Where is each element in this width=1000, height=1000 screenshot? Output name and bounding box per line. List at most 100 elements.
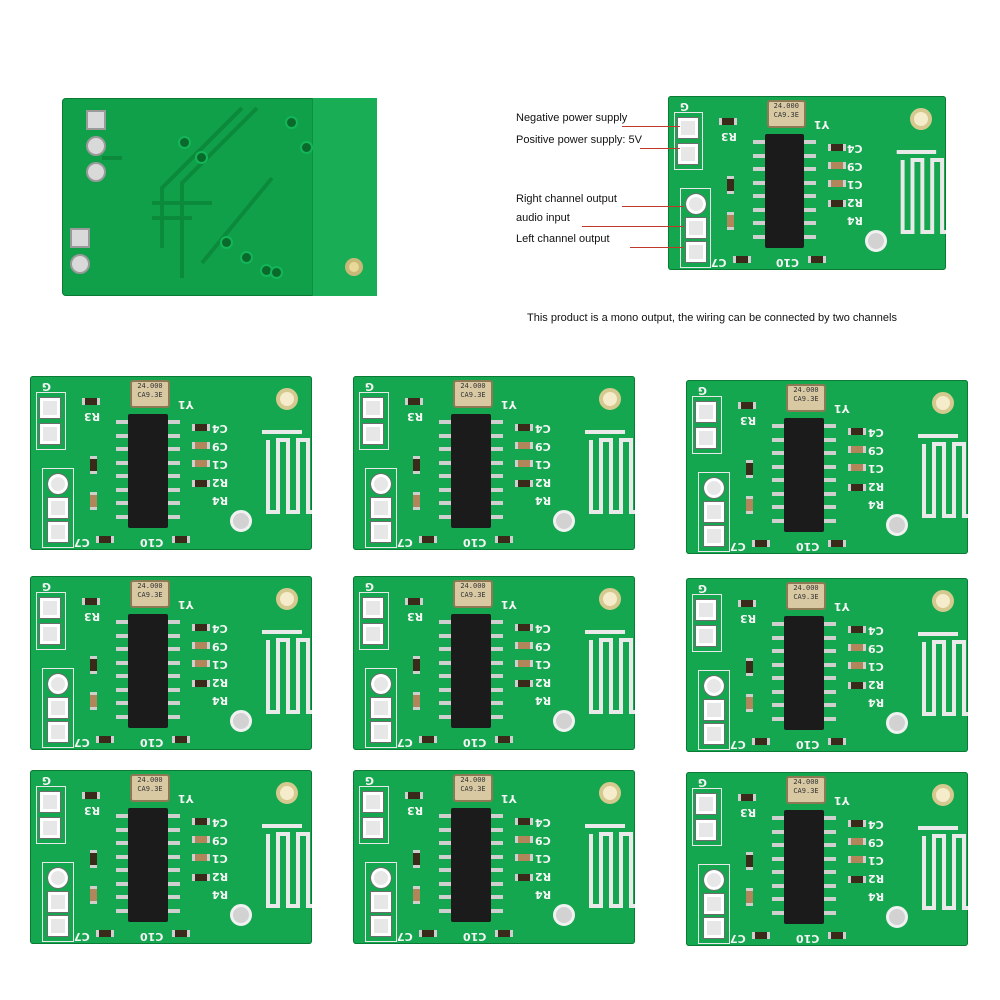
ic-pin bbox=[439, 895, 451, 899]
capacitor-c4 bbox=[515, 624, 533, 631]
silk-label-c4: C4 bbox=[212, 422, 228, 435]
silk-label-c4: C4 bbox=[212, 622, 228, 635]
capacitor-c4 bbox=[848, 626, 866, 633]
antenna-trace bbox=[918, 632, 968, 716]
capacitor-small bbox=[746, 888, 753, 906]
silk-label-c1: C1 bbox=[535, 458, 551, 471]
silk-label-c4: C4 bbox=[868, 624, 884, 637]
silk-outline bbox=[359, 592, 389, 650]
silk-label-c7: C7 bbox=[397, 930, 413, 943]
main-ic-chip bbox=[784, 616, 824, 730]
ic-pin bbox=[824, 505, 836, 509]
silk-label-c1: C1 bbox=[868, 660, 884, 673]
main-ic-chip bbox=[451, 808, 491, 922]
silk-label-r2: R2 bbox=[868, 678, 885, 691]
mounting-hole bbox=[910, 108, 932, 130]
capacitor-c9 bbox=[848, 446, 866, 453]
silk-outline bbox=[42, 862, 74, 942]
channel-pad-left bbox=[703, 525, 725, 547]
crystal-marking: 24.000 bbox=[137, 382, 163, 390]
antenna-feed-pad bbox=[553, 710, 575, 732]
ic-pin bbox=[824, 451, 836, 455]
pad bbox=[70, 228, 90, 248]
silk-outline bbox=[698, 670, 730, 750]
ic-pin bbox=[824, 689, 836, 694]
power-pad-positive bbox=[39, 423, 61, 445]
crystal-marking: CA9.3E bbox=[793, 593, 819, 601]
capacitor-c9 bbox=[515, 836, 533, 843]
crystal-marking: CA9.3E bbox=[137, 785, 163, 793]
ic-pin bbox=[491, 447, 503, 451]
capacitor-c9 bbox=[848, 838, 866, 845]
mounting-hole bbox=[276, 588, 298, 610]
silk-label-y1: Y1 bbox=[813, 118, 830, 131]
ic-pin bbox=[772, 478, 784, 482]
ic-pin bbox=[491, 501, 503, 505]
ic-pin bbox=[439, 908, 451, 913]
via bbox=[242, 253, 251, 262]
ic-pin bbox=[168, 687, 180, 692]
power-pad-negative bbox=[695, 793, 717, 815]
ic-pin bbox=[772, 649, 784, 653]
capacitor-c7 bbox=[419, 536, 437, 543]
silk-label-c10: C10 bbox=[140, 536, 164, 549]
antenna-feed-pad bbox=[553, 904, 575, 926]
resistor-r2 bbox=[515, 874, 533, 881]
mounting-hole bbox=[932, 590, 954, 612]
capacitor-c1 bbox=[192, 854, 210, 861]
silk-label-c7: C7 bbox=[711, 256, 727, 269]
ic-pin bbox=[116, 814, 128, 818]
mounting-hole bbox=[276, 782, 298, 804]
ic-pin bbox=[772, 622, 784, 626]
ic-pin bbox=[168, 881, 180, 886]
crystal-marking: 24.000 bbox=[137, 582, 163, 590]
ic-pin bbox=[168, 487, 180, 492]
audio-input-pad bbox=[47, 497, 69, 519]
channel-pad-right bbox=[684, 193, 707, 215]
silk-label-g: G bbox=[698, 776, 708, 789]
capacitor-small bbox=[90, 692, 97, 710]
audio-input-pad bbox=[47, 891, 69, 913]
resistor-r2 bbox=[515, 680, 533, 687]
silk-label-r3: R3 bbox=[740, 806, 757, 819]
ic-pin bbox=[804, 140, 816, 144]
silk-label-y1: Y1 bbox=[834, 794, 850, 807]
ic-pin bbox=[439, 501, 451, 505]
resistor-r2 bbox=[848, 484, 866, 491]
silk-label-c4: C4 bbox=[868, 818, 884, 831]
resistor-small bbox=[90, 456, 97, 474]
capacitor-small bbox=[746, 694, 753, 712]
ic-pin bbox=[168, 433, 180, 438]
capacitor-c1 bbox=[848, 464, 866, 471]
capacitor-c9 bbox=[515, 642, 533, 649]
silk-label-c4: C4 bbox=[535, 422, 551, 435]
silk-outline bbox=[36, 392, 66, 450]
ic-pin bbox=[116, 420, 128, 424]
ic-pin bbox=[824, 883, 836, 888]
ic-pin bbox=[439, 514, 451, 519]
main-ic-chip bbox=[128, 614, 168, 728]
audio-input-pad bbox=[47, 697, 69, 719]
ic-pin bbox=[824, 676, 836, 680]
main-ic-chip bbox=[784, 810, 824, 924]
silk-outline bbox=[692, 788, 722, 846]
silk-outline bbox=[42, 468, 74, 548]
label-left-channel: Left channel output bbox=[516, 233, 610, 245]
capacitor-c1 bbox=[848, 856, 866, 863]
ic-pin bbox=[772, 662, 784, 667]
silk-label-c9: C9 bbox=[847, 160, 863, 173]
ic-pin bbox=[116, 854, 128, 859]
crystal-marking: CA9.3E bbox=[793, 395, 819, 403]
antenna-feed-pad bbox=[230, 904, 252, 926]
ic-pin bbox=[439, 854, 451, 859]
ic-pin bbox=[491, 814, 503, 818]
ic-pin bbox=[491, 868, 503, 872]
silk-label-r2: R2 bbox=[212, 676, 229, 689]
resistor-small bbox=[413, 850, 420, 868]
channel-pad-left bbox=[47, 521, 69, 543]
